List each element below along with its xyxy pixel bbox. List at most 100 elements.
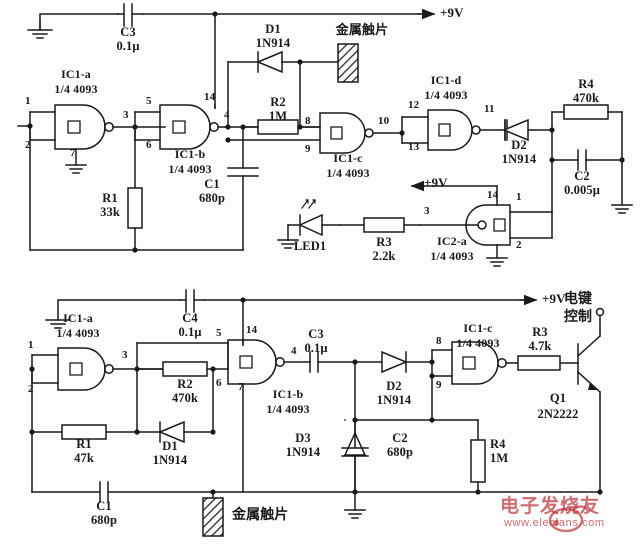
top-ic1d-type: 1/4 4093: [424, 88, 468, 102]
top-ic1d-ref: IC1-d: [430, 73, 462, 87]
bottom-metal-contact-pad: [202, 491, 224, 537]
top-r3-value: 2.2k: [372, 249, 396, 263]
bottom-ic1a-pin2: 2: [28, 383, 34, 395]
top-ic1d-gate: [401, 109, 506, 151]
bottom-d3-ref: D3: [295, 431, 311, 445]
bottom-q1-ref: Q1: [549, 391, 567, 405]
bottom-ic1b-pin7: 7: [238, 381, 244, 393]
bottom-key-control-line1: 电键: [563, 291, 593, 307]
top-r4-value: 470k: [572, 91, 600, 105]
bottom-c3-ref: C3: [308, 327, 324, 341]
bottom-d1-ref: D1: [162, 439, 178, 453]
bottom-ic1c-type: 1/4 4093: [456, 336, 500, 350]
bottom-r4-value: 1M: [490, 451, 509, 465]
top-c2-ref: C2: [574, 169, 590, 183]
bottom-ic1b-type: 1/4 4093: [266, 402, 310, 416]
bottom-c4-value: 0.1μ: [178, 325, 202, 339]
top-ic1b-pin6: 6: [146, 139, 152, 151]
top-ic2a-ref: IC2-a: [437, 234, 467, 248]
top-ic1b-type: 1/4 4093: [168, 162, 212, 176]
watermark-url: www.elecfans.com: [504, 517, 605, 529]
top-ic1a-ref: IC1-a: [61, 67, 91, 81]
bottom-ic1a-pin1: 1: [28, 339, 34, 351]
bottom-d2-ref: D2: [386, 379, 402, 393]
bottom-ic1a-type: 1/4 4093: [56, 326, 100, 340]
top-ic1a-pin2: 2: [25, 139, 31, 151]
top-c2-value: 0.005μ: [564, 183, 600, 197]
top-ic1d-pin13: 13: [408, 141, 420, 153]
top-ic2a-pin2: 2: [516, 239, 522, 251]
top-ic1a-gate: [17, 104, 166, 174]
bottom-r3-ref: R3: [532, 325, 548, 339]
top-ic2a-pin1: 1: [516, 191, 522, 203]
bottom-ic1b-pin4: 4: [291, 345, 297, 357]
top-d2-value: 1N914: [501, 152, 537, 166]
top-d1-value: 1N914: [255, 36, 291, 50]
top-ic1a-type: 1/4 4093: [54, 82, 98, 96]
top-c1-capacitor: [227, 126, 259, 251]
bottom-ic1c-pin8: 8: [436, 335, 442, 347]
bottom-r3-value: 4.7k: [528, 339, 552, 353]
bottom-supply-rail: [45, 294, 538, 329]
top-r1-value: 33k: [100, 205, 120, 219]
top-ic1c-pin8: 8: [305, 115, 311, 127]
bottom-d2-diode: [354, 350, 435, 374]
top-d1-r2-branch: [224, 50, 339, 135]
bottom-d3-value: 1N914: [285, 445, 321, 459]
bottom-d2-value: 1N914: [376, 393, 412, 407]
top-r1-resistor: [29, 125, 244, 253]
bottom-c4-ref: C4: [182, 311, 198, 325]
bottom-ic1c-gate: [429, 341, 519, 423]
top-d2-ref: D2: [511, 138, 527, 152]
watermark-text: 电子发烧友: [500, 495, 601, 517]
bottom-r4-ref: R4: [490, 437, 506, 451]
site-watermark: 电子发烧友 www.elecfans.com: [448, 489, 638, 545]
top-d2-diode: [502, 118, 555, 142]
bottom-ic1b-pin6: 6: [216, 377, 222, 389]
bottom-q1-transistor: [559, 307, 605, 495]
bottom-c4-capacitor: [179, 289, 206, 313]
bottom-ic1b-gate: [227, 339, 311, 493]
top-ic1c-pin10: 10: [378, 115, 390, 127]
top-c1-ref: C1: [204, 177, 220, 191]
bottom-r2-value: 470k: [171, 391, 199, 405]
top-metal-contact-pad: [337, 43, 359, 83]
top-ground-left: [27, 21, 53, 39]
top-ic2a-pin3: 3: [424, 205, 430, 217]
bottom-q1-value: 2N2222: [537, 407, 579, 421]
top-r3-ref: R3: [376, 235, 392, 249]
bottom-c1-capacitor: [31, 431, 561, 503]
top-r1-ref: R1: [102, 191, 118, 205]
bottom-c1-ref: C1: [96, 499, 112, 513]
bottom-ic1a-gate: [29, 347, 164, 391]
top-ic1b-pin14: 14: [204, 91, 216, 103]
top-supply-label: +9V: [440, 5, 464, 20]
bottom-c2-value: 680p: [386, 445, 414, 459]
bottom-ic1a-pin3: 3: [122, 349, 128, 361]
top-ic1a-pin1: 1: [25, 95, 31, 107]
bottom-d1-value: 1N914: [152, 453, 188, 467]
top-r4-c2-network: [549, 104, 633, 214]
top-ic1d-pin11: 11: [484, 103, 495, 115]
bottom-ic1b-pin14: 14: [246, 324, 258, 336]
top-d1-ref: D1: [265, 22, 281, 36]
bottom-d1-diode: [134, 368, 216, 444]
top-ic2a-gate: [410, 180, 553, 267]
top-ic1c-pin9: 9: [305, 143, 311, 155]
top-r4-ref: R4: [578, 77, 594, 91]
top-c3-capacitor: [117, 3, 144, 27]
bottom-r2-ref: R2: [177, 377, 193, 391]
bottom-ic1c-ref: IC1-c: [463, 321, 493, 335]
top-c1-value: 680p: [198, 191, 226, 205]
top-ic2a-pin14: 14: [487, 189, 499, 201]
top-ic2a-type: 1/4 4093: [430, 249, 474, 263]
top-contact-label: 金属触片: [335, 23, 389, 38]
bottom-r1-ref: R1: [76, 437, 92, 451]
top-led1-label: LED1: [293, 239, 327, 253]
top-ic1b-ref: IC1-b: [174, 147, 206, 161]
bottom-c1-value: 680p: [90, 513, 118, 527]
top-ic1c-ref: IC1-c: [333, 151, 363, 165]
top-r2-ref: R2: [270, 95, 286, 109]
